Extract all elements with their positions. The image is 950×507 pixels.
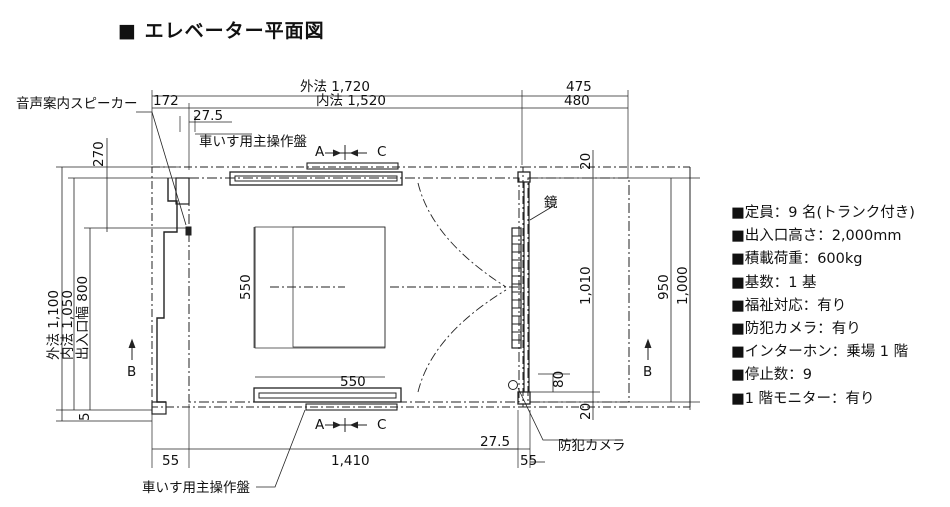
spec-door-height: ■出入口高さ：2,000mm [731,228,902,245]
spec-list: ■定員：9 名(トランク付き) ■出入口高さ：2,000mm ■積載荷重：600… [731,202,915,411]
spec-units: ■基数：1 基 [731,274,817,291]
dim-950: 950 [656,274,672,300]
dim-1000: 1,000 [675,266,691,305]
speaker-mark [185,226,192,236]
control-panel-bottom [253,387,402,403]
front-wall [156,178,178,403]
dim-80: 80 [551,371,567,388]
section-a-top: A [315,144,325,160]
spec-intercom: ■インターホン：乗場 1 階 [731,344,909,361]
section-a-bottom: A [315,417,325,433]
dim-27-5-bottom: 27.5 [480,434,510,450]
label-speaker: 音声案内スピーカー [16,95,138,112]
label-camera: 防犯カメラ [558,438,626,454]
section-b-right: B [643,364,652,380]
dim-270: 270 [91,141,107,167]
dim-55-right: 55 [520,453,537,469]
camera-mark [508,380,518,390]
spec-stops: ■停止数：9 [731,367,812,384]
dim-172: 172 [153,93,179,109]
mirror [511,227,522,349]
car-outer-outline [151,166,524,408]
door-swing-top [417,182,507,288]
dim-door-width: 出入口幅 800 [75,276,91,360]
spec-load: ■積載荷重：600kg [731,251,863,268]
dim-20-bottom: 20 [578,403,594,420]
dim-550-vertical: 550 [238,274,254,300]
door-jamb-top [517,171,531,183]
dim-27-5-top: 27.5 [193,108,223,124]
dim-1410: 1,410 [331,453,370,469]
car-inner-wall [188,177,520,403]
label-panel-bottom: 車いす用主操作盤 [142,480,250,496]
dim-1010: 1,010 [578,266,594,305]
dim-55-left: 55 [162,453,179,469]
door-swing-bottom [417,289,507,393]
dim-480: 480 [564,93,590,109]
page-title: ■ エレベーター平面図 [118,20,325,42]
spec-camera: ■防犯カメラ：有り [731,321,861,338]
dim-5: 5 [77,412,93,421]
dim-475: 475 [566,79,592,95]
label-panel-top: 車いす用主操作盤 [199,134,307,150]
spec-capacity: ■定員：9 名(トランク付き) [731,205,915,221]
section-b-left: B [127,364,136,380]
dim-outer-width: 外法 1,720 [300,79,370,95]
dim-inner-depth: 内法 1,050 [60,290,76,360]
spec-monitor: ■1 階モニター：有り [731,390,875,407]
wheelchair-area [254,226,386,349]
dim-20-top: 20 [578,153,594,170]
dim-550-horizontal: 550 [340,374,366,390]
dim-outer-depth: 外法 1,100 [46,290,62,360]
label-mirror: 鏡 [544,195,558,211]
section-c-bottom: C [377,417,386,433]
section-c-top: C [377,144,386,160]
spec-accessibility: ■福祉対応：有り [731,297,847,314]
dim-inner-width: 内法 1,520 [316,93,386,109]
control-panel-top [229,171,403,186]
